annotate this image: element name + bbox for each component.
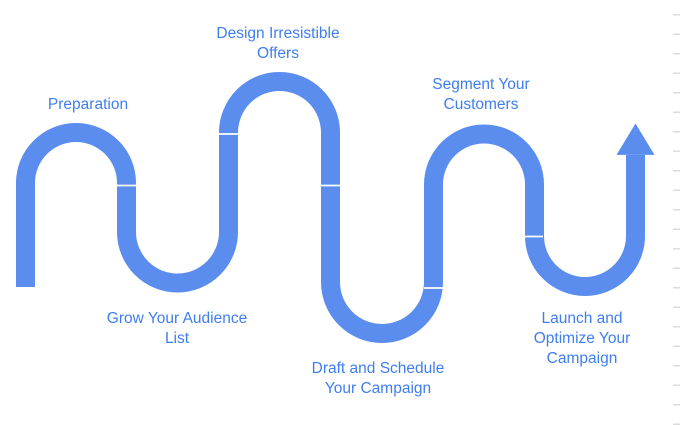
step-label-grow-audience-list: Grow Your Audience List [107,309,247,349]
flow-arrow-head-icon [616,123,655,155]
step-label-line: Design Irresistible [216,25,340,42]
step-label-line: Draft and Schedule [311,360,445,377]
step-label-preparation: Preparation [48,95,128,115]
step-label-line: Segment Your [432,76,530,93]
flow-path [15,72,645,343]
step-label-line: Customers [443,96,519,113]
canvas-edge-dashes [673,14,680,425]
step-label-segment-customers: Segment Your Customers [432,75,529,115]
step-label-line: Offers [257,45,299,62]
step-label-line: Launch and [541,310,623,327]
step-label-line: Optimize Your [533,330,631,347]
step-label-line: List [164,330,190,347]
segment-dividers [117,133,543,289]
step-label-launch-optimize: Launch and Optimize Your Campaign [534,309,631,369]
step-label-line: Campaign [546,350,618,367]
step-label-line: Your Campaign [324,380,432,397]
step-label-design-offers: Design Irresistible Offers [216,24,339,64]
step-label-line: Preparation [47,96,129,113]
step-label-line: Grow Your Audience [106,310,248,327]
step-label-draft-schedule-campaign: Draft and Schedule Your Campaign [312,359,445,399]
